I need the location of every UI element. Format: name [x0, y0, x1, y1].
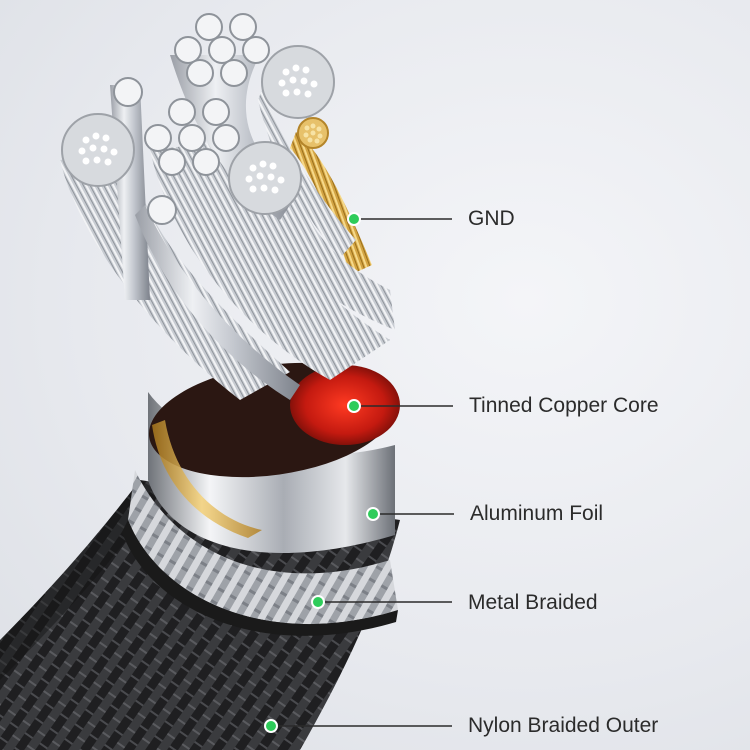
callout-metal	[311, 595, 452, 609]
label-metal-braided: Metal Braided	[468, 591, 598, 614]
callout-nylon	[264, 719, 452, 733]
label-aluminum-foil: Aluminum Foil	[470, 502, 604, 525]
label-nylon-braided-outer: Nylon Braided Outer	[468, 714, 659, 737]
callout-foil	[366, 507, 454, 521]
thick-strand-ends	[113, 13, 270, 225]
fine-strand-dots	[78, 64, 318, 194]
callout-core	[347, 399, 453, 413]
red-insulation	[290, 365, 400, 445]
strand-end-faces	[61, 45, 335, 215]
label-gnd: GND	[468, 207, 515, 230]
metal-braided-layer	[122, 470, 398, 636]
label-tinned-copper-core: Tinned Copper Core	[469, 394, 659, 417]
callout-gnd	[347, 212, 452, 226]
